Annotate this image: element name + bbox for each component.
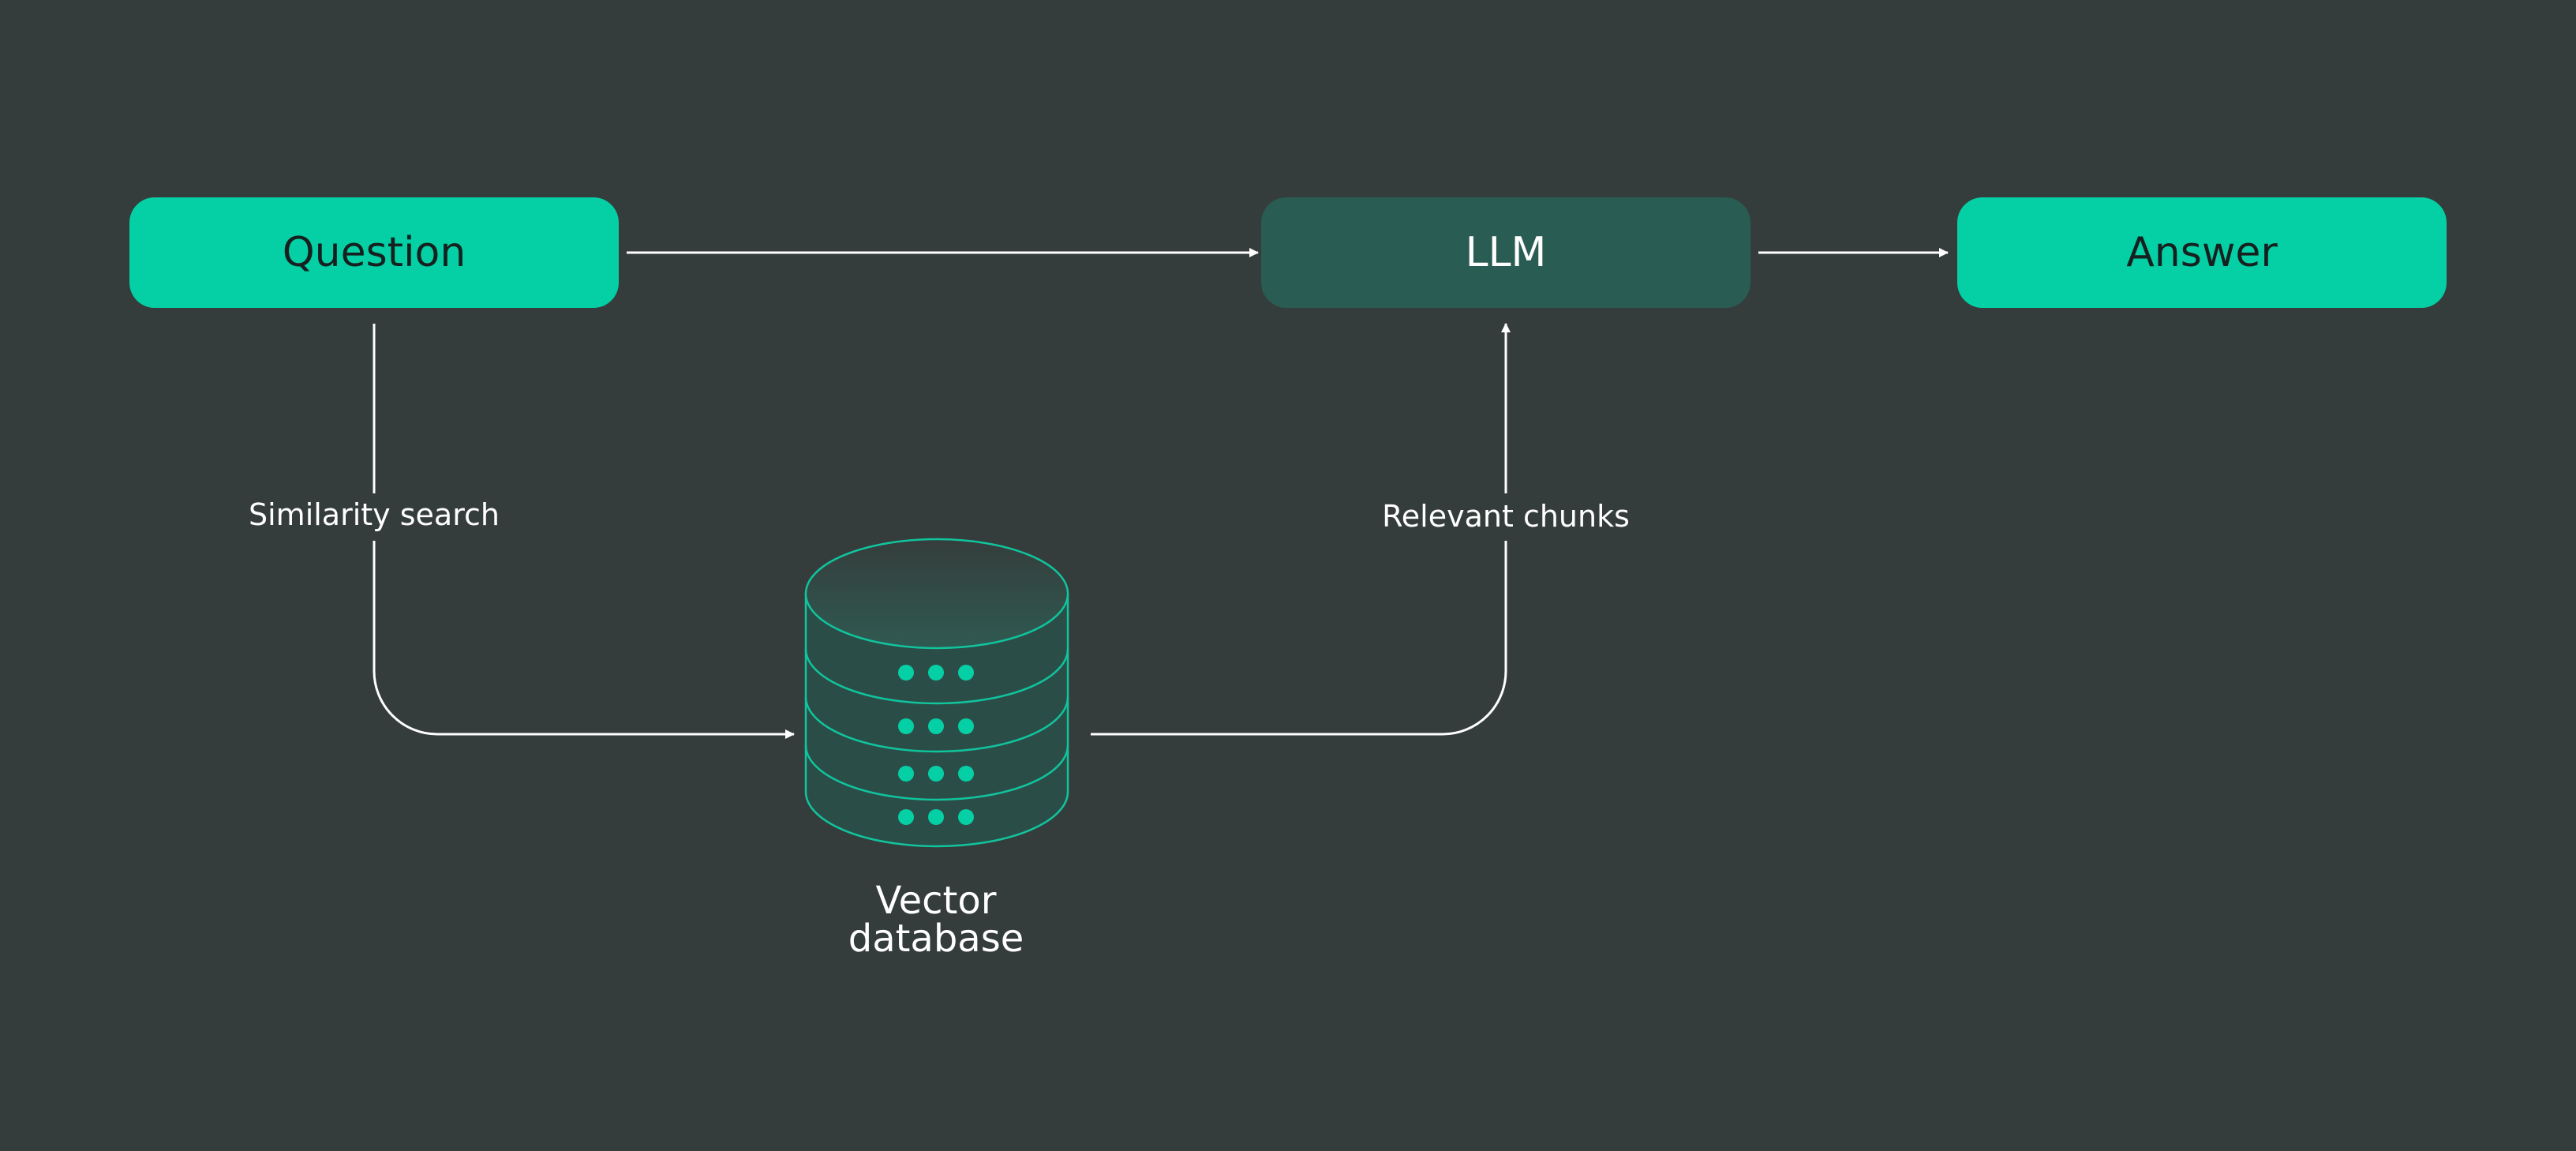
question-node: Question (129, 197, 619, 308)
llm-box (1261, 197, 1750, 308)
database-layer-line (804, 696, 1069, 753)
vector-db-label-line1: Vector (876, 879, 997, 923)
answer-box (1957, 197, 2447, 308)
database-layer-line (804, 648, 1069, 705)
similarity-search-label: Similarity search (249, 497, 500, 532)
answer-label: Answer (2126, 229, 2278, 276)
vector-db-label-line2: database (848, 917, 1024, 961)
llm-node: LLM (1261, 197, 1750, 308)
answer-node: Answer (1957, 197, 2447, 308)
database-top (804, 538, 1069, 650)
question-box (129, 197, 619, 308)
database-icon (804, 538, 1069, 848)
database-dots (898, 665, 974, 825)
relevant-chunks-label: Relevant chunks (1382, 499, 1630, 534)
arrow-vector-db-to-llm (1091, 324, 1506, 736)
llm-label: LLM (1466, 229, 1547, 276)
question-label: Question (283, 229, 466, 276)
database-layer-line (804, 744, 1069, 801)
arrow-question-to-vector-db (373, 324, 794, 734)
